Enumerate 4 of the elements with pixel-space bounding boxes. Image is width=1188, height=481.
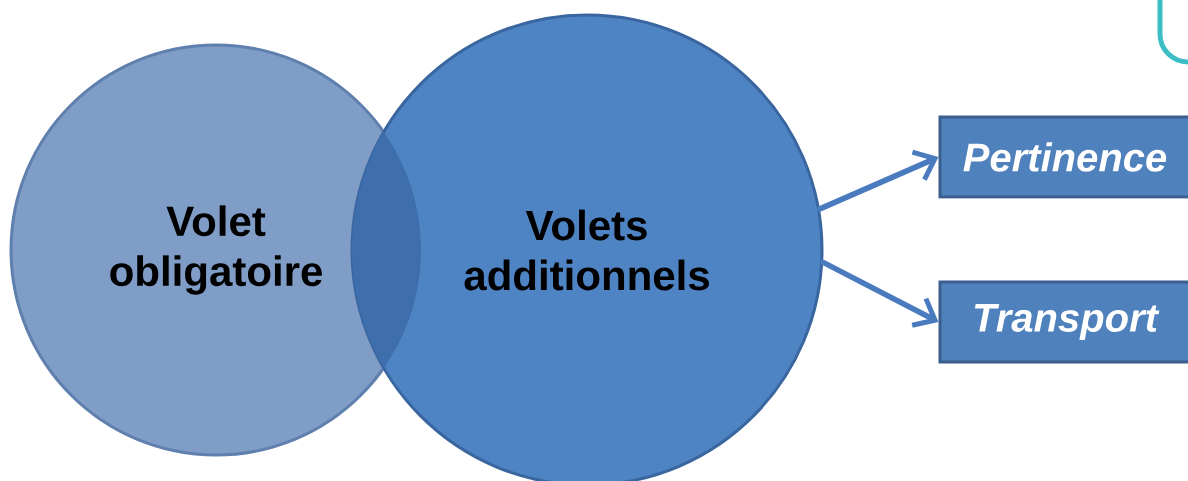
arrow	[820, 259, 939, 328]
arrow	[817, 149, 939, 212]
label-box: Transport	[938, 280, 1188, 364]
label-box: Pertinence	[938, 115, 1188, 199]
